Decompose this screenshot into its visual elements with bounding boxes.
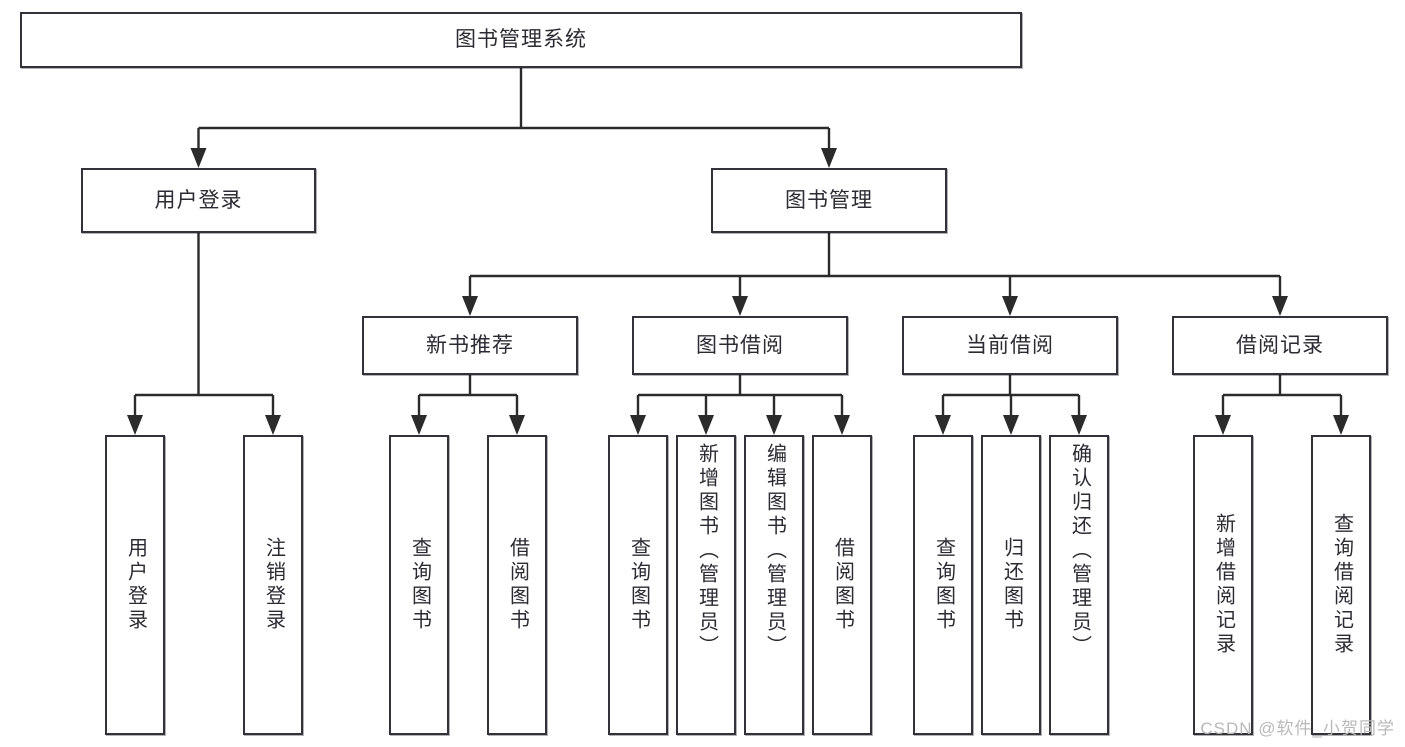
node-leaf-cur-query: 查询图书 xyxy=(913,435,973,735)
node-leaf-user-login: 用户登录 xyxy=(105,435,165,735)
node-leaf-cur-return: 归还图书 xyxy=(981,435,1041,735)
node-leaf-rec-query: 查询借阅记录 xyxy=(1311,435,1371,735)
node-leaf-borrow-lend: 借阅图书 xyxy=(812,435,872,735)
node-root: 图书管理系统 xyxy=(20,12,1022,68)
node-leaf-cur-confirm: 确认归还（管理员） xyxy=(1049,435,1109,735)
node-leaf-new-query: 查询图书 xyxy=(389,435,449,735)
watermark: CSDN @软件_小贺同学 xyxy=(1200,719,1395,738)
node-leaf-user-logout: 注销登录 xyxy=(243,435,303,735)
node-bookmgmt: 图书管理 xyxy=(711,168,947,233)
node-login: 用户登录 xyxy=(81,168,316,233)
node-leaf-new-borrow: 借阅图书 xyxy=(487,435,547,735)
node-records: 借阅记录 xyxy=(1172,316,1388,375)
node-leaf-borrow-edit: 编辑图书（管理员） xyxy=(744,435,804,735)
node-current: 当前借阅 xyxy=(902,316,1118,375)
node-borrow: 图书借阅 xyxy=(632,316,848,375)
node-newbook: 新书推荐 xyxy=(362,316,578,375)
node-leaf-rec-add: 新增借阅记录 xyxy=(1193,435,1253,735)
node-leaf-borrow-add: 新增图书（管理员） xyxy=(676,435,736,735)
node-leaf-borrow-query: 查询图书 xyxy=(608,435,668,735)
